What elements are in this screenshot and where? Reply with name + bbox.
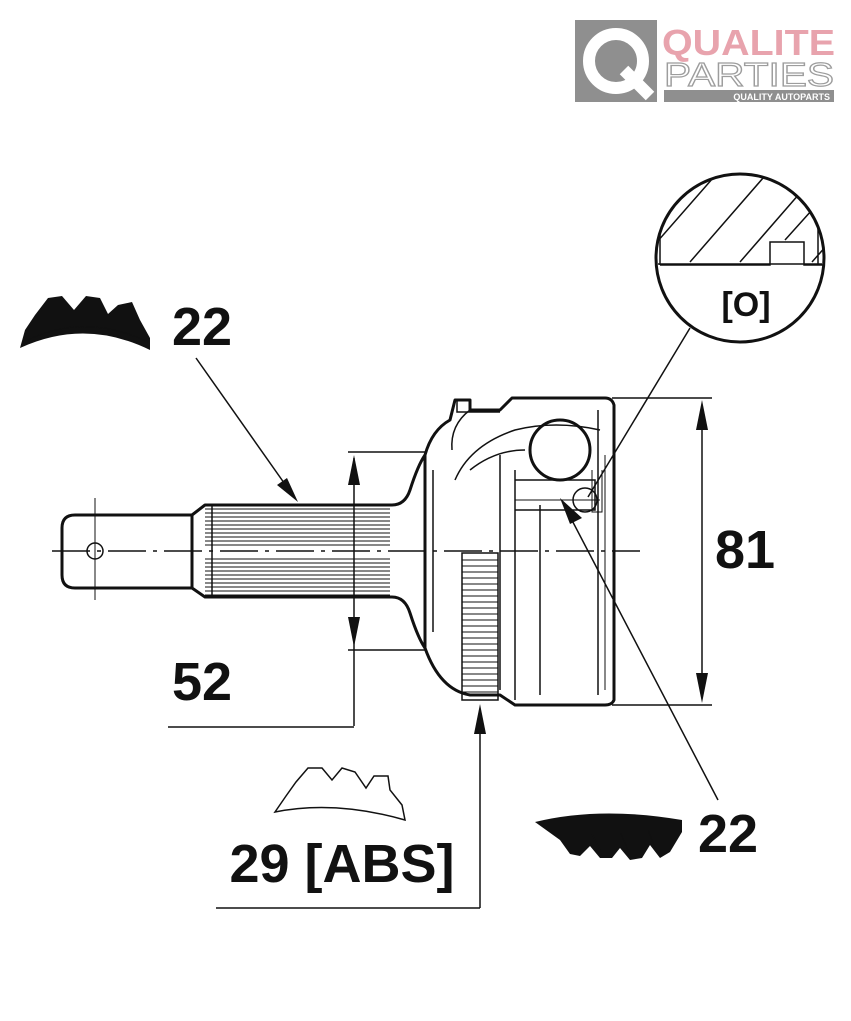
dimension-outer-diameter: 81 — [612, 397, 775, 706]
external-spline-icon — [20, 296, 150, 350]
logo-tagline-bar — [664, 90, 834, 102]
logo-q-tail — [619, 65, 655, 101]
internal-spline-icon — [535, 813, 682, 860]
outer-spline-arrow — [277, 478, 298, 502]
dim-seal-diameter-label: 52 — [172, 652, 232, 712]
joint-housing — [423, 396, 616, 707]
abs-ring-icon — [273, 767, 406, 822]
detail-label: [O] — [721, 286, 770, 324]
logo-tagline: QUALITY AUTOPARTS — [733, 92, 830, 102]
detail-groove-profile — [660, 241, 824, 266]
logo-brand-top: QUALITE — [662, 22, 835, 63]
cage-outer-arc — [454, 424, 601, 481]
shaft-end — [60, 513, 194, 590]
housing-shoulder — [451, 409, 471, 451]
dim-outer-diameter-label: 81 — [715, 520, 775, 580]
spline-ridges — [205, 508, 390, 596]
outer-spline-count: 22 — [172, 297, 232, 357]
inner-spline-leader — [563, 504, 719, 801]
callout-abs: 29 [ABS] — [216, 704, 486, 909]
dim52-arrow-bottom — [348, 617, 360, 647]
inner-race — [515, 479, 596, 511]
housing-outline — [423, 396, 616, 707]
abs-ring-teeth — [462, 559, 498, 693]
brand-logo: QUALITE PARTIES QUALITY AUTOPARTS — [575, 20, 835, 102]
inner-spline-count: 22 — [698, 804, 758, 864]
housing-flange-detail — [456, 400, 500, 413]
outer-spline-leader — [195, 357, 295, 498]
ball-bearing — [528, 418, 592, 482]
detail-circle — [654, 172, 826, 344]
logo-brand-bottom: PARTIES — [664, 56, 834, 93]
inner-spline-arrow — [560, 498, 582, 524]
dim81-arrow-bottom — [696, 673, 708, 703]
cage-inner-arc — [469, 449, 526, 471]
dim81-arrow-top — [696, 400, 708, 430]
callout-inner-spline: 22 — [535, 498, 758, 864]
abs-arrow — [474, 704, 486, 734]
dimension-seal-diameter: 52 — [168, 451, 425, 728]
detail-hatching — [656, 174, 824, 265]
circlip-groove — [591, 470, 603, 513]
callout-outer-spline: 22 — [20, 296, 298, 502]
detail-leader — [587, 327, 691, 498]
abs-teeth-label: 29 [ABS] — [229, 834, 454, 894]
detail-callout: [O] — [572, 172, 826, 513]
dim52-arrow-top — [348, 455, 360, 485]
logo-q-ring — [583, 28, 649, 94]
